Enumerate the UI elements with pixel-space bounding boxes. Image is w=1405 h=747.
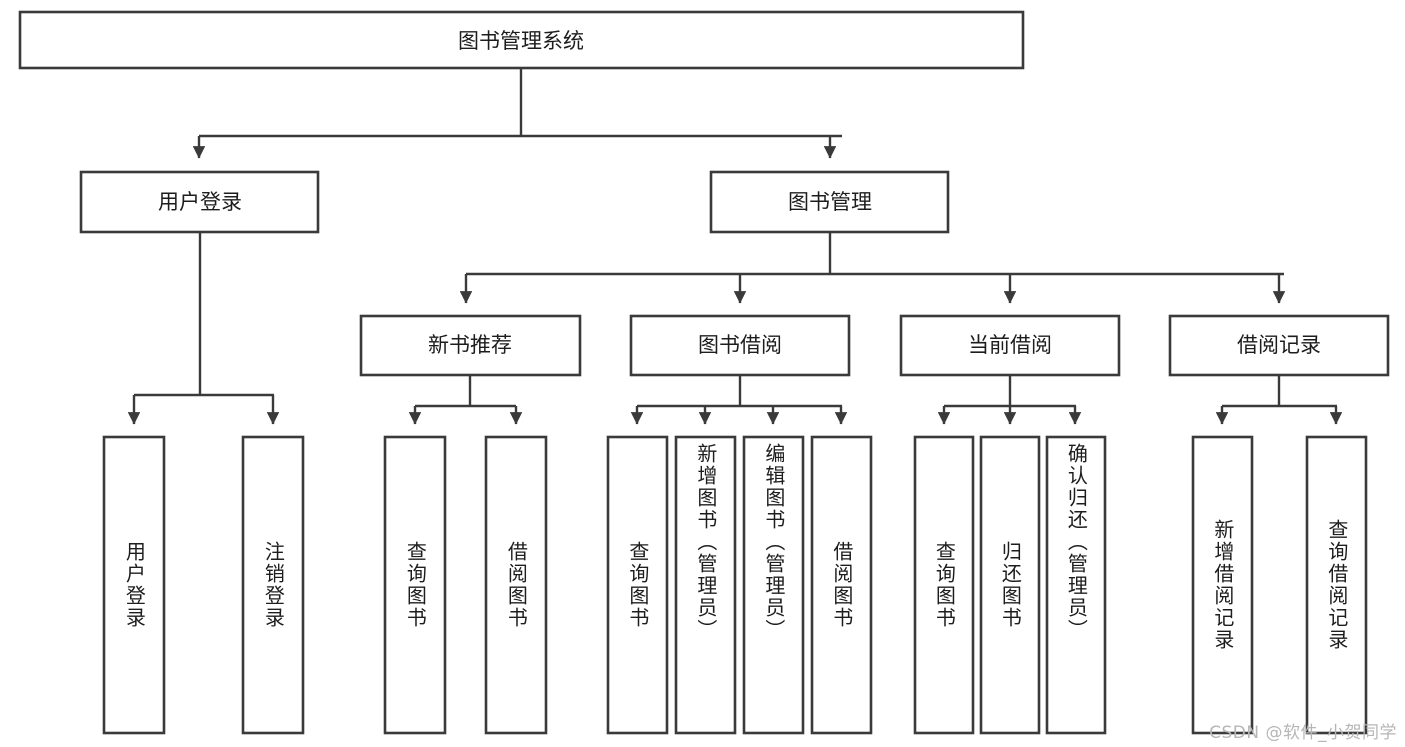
node-borrow-record-label: 借阅记录	[1237, 333, 1321, 357]
node-new-book-rec-label: 新书推荐	[428, 333, 512, 357]
node-user-login-label: 用户登录	[158, 190, 242, 214]
connector-book-manage-to-level3	[459, 232, 1286, 304]
node-book-manage-label: 图书管理	[788, 190, 872, 214]
leaf-add-record-box[interactable]	[1191, 435, 1254, 735]
leaf-edit-book-box[interactable]	[742, 435, 805, 735]
leaf-query-book-cur-box[interactable]	[913, 435, 975, 735]
leaf-query-record-box[interactable]	[1305, 435, 1368, 735]
leaf-query-book-rec-box[interactable]	[383, 435, 447, 735]
node-book-borrow-label: 图书借阅	[698, 333, 782, 357]
node-user-login-box	[79, 170, 320, 234]
node-book-borrow[interactable]: 图书借阅	[629, 314, 851, 377]
leaf-query-book-borrow-box[interactable]	[606, 435, 669, 735]
csdn-watermark: CSDN @软件_小贺同学	[1209, 723, 1397, 743]
connector-book-borrow-to-leaves	[630, 375, 848, 425]
leaf-borrow-book-box[interactable]	[810, 435, 873, 735]
leaf-boxes	[102, 435, 1368, 735]
connector-root-to-level2	[192, 68, 842, 159]
node-root-label: 图书管理系统	[458, 29, 584, 53]
connector-new-book-rec-to-leaves	[408, 375, 523, 425]
leaf-user-login-box[interactable]	[102, 435, 166, 735]
leaf-confirm-return-box[interactable]	[1045, 435, 1107, 735]
node-new-book-rec-box	[359, 314, 582, 377]
leaf-add-book-box[interactable]	[674, 435, 737, 735]
node-book-manage[interactable]: 图书管理	[709, 170, 950, 234]
node-user-login[interactable]: 用户登录	[79, 170, 320, 234]
connector-current-borrow-to-leaves	[937, 375, 1082, 425]
node-current-borrow-label: 当前借阅	[968, 333, 1052, 357]
node-new-book-rec[interactable]: 新书推荐	[359, 314, 582, 377]
leaf-borrow-book-rec-box[interactable]	[484, 435, 548, 735]
connector-borrow-record-to-leaves	[1215, 375, 1343, 425]
node-current-borrow-box	[899, 314, 1121, 377]
node-borrow-record[interactable]: 借阅记录	[1168, 314, 1390, 377]
node-root[interactable]: 图书管理系统	[18, 10, 1025, 70]
leaf-logout-box[interactable]	[241, 435, 305, 735]
node-current-borrow[interactable]: 当前借阅	[899, 314, 1121, 377]
connector-user-login-to-leaves	[127, 232, 280, 425]
leaf-return-book-box[interactable]	[979, 435, 1041, 735]
node-root-box	[18, 10, 1025, 70]
